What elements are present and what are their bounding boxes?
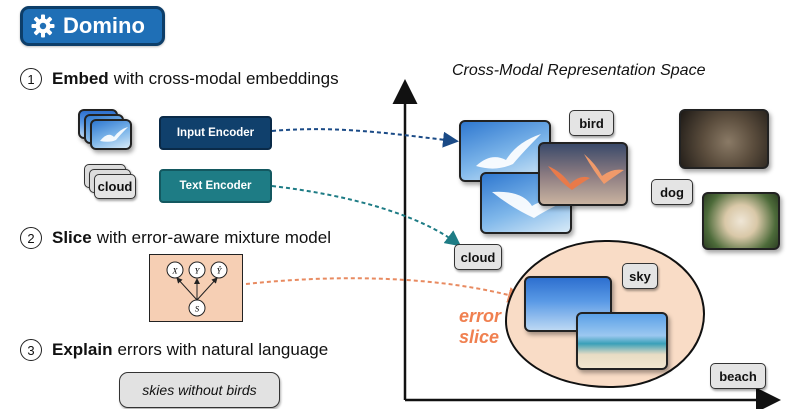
svg-text:X: X <box>171 266 178 276</box>
step-number: 3 <box>20 339 42 361</box>
bird-image-thumbnail <box>90 119 132 150</box>
explanation-text: skies without birds <box>142 382 257 398</box>
bird-icon <box>476 134 541 169</box>
step-keyword: Explain <box>52 340 113 359</box>
step-description: with error-aware mixture model <box>96 228 331 247</box>
step-keyword: Embed <box>52 69 109 88</box>
step-slice: 2 Slice with error-aware mixture model <box>20 227 331 249</box>
svg-text:S: S <box>195 304 200 314</box>
text-embedding-arrow <box>271 185 462 247</box>
space-title: Cross-Modal Representation Space <box>452 62 706 79</box>
label-text: beach <box>719 368 757 384</box>
cat-photo <box>679 109 769 169</box>
app-title: Domino <box>63 13 145 38</box>
dog-photo <box>702 192 780 250</box>
text-encoder-label: Text Encoder <box>179 180 252 192</box>
label-bird: bird <box>569 110 614 136</box>
error-slice-word: error <box>459 306 502 326</box>
step-embed: 1 Embed with cross-modal embeddings <box>20 68 339 90</box>
svg-text:Y: Y <box>195 266 201 276</box>
label-text: sky <box>629 268 651 284</box>
mixture-model-diagram: X Y Ŷ S <box>149 254 243 322</box>
node-s: S <box>188 299 206 317</box>
image-embedding-arrow <box>271 128 459 148</box>
label-dog: dog <box>651 179 693 205</box>
bird-icon <box>548 154 624 190</box>
explanation-box: skies without birds <box>119 372 280 408</box>
error-slice-label: error slice <box>459 306 501 348</box>
bird-icon <box>100 127 128 142</box>
node-x: X <box>166 261 184 279</box>
label-cloud: cloud <box>454 244 502 270</box>
step-description: with cross-modal embeddings <box>113 69 339 88</box>
step-number: 1 <box>20 68 42 90</box>
bird-photo <box>538 142 628 206</box>
label-text: dog <box>660 184 684 200</box>
gear-icon <box>31 14 55 38</box>
node-y: Y <box>188 261 206 279</box>
node-y-hat: Ŷ <box>210 261 228 279</box>
text-chip-cloud: cloud <box>94 174 136 199</box>
text-encoder: Text Encoder <box>159 169 272 203</box>
error-slice-word: slice <box>459 327 500 347</box>
label-sky: sky <box>622 263 658 289</box>
step-explain: 3 Explain errors with natural language <box>20 339 328 361</box>
slice-assignment-arrow <box>245 277 524 303</box>
step-keyword: Slice <box>52 228 92 247</box>
step-description: errors with natural language <box>117 340 329 359</box>
label-beach: beach <box>710 363 766 389</box>
svg-text:Ŷ: Ŷ <box>217 266 223 276</box>
input-encoder: Input Encoder <box>159 116 272 150</box>
beach-photo <box>576 312 668 370</box>
step-number: 2 <box>20 227 42 249</box>
label-text: bird <box>579 115 604 131</box>
label-text: cloud <box>460 249 496 265</box>
input-encoder-label: Input Encoder <box>176 127 255 139</box>
domino-badge: Domino <box>20 6 165 46</box>
text-chip-label: cloud <box>97 179 133 194</box>
bird-icon <box>492 191 568 218</box>
